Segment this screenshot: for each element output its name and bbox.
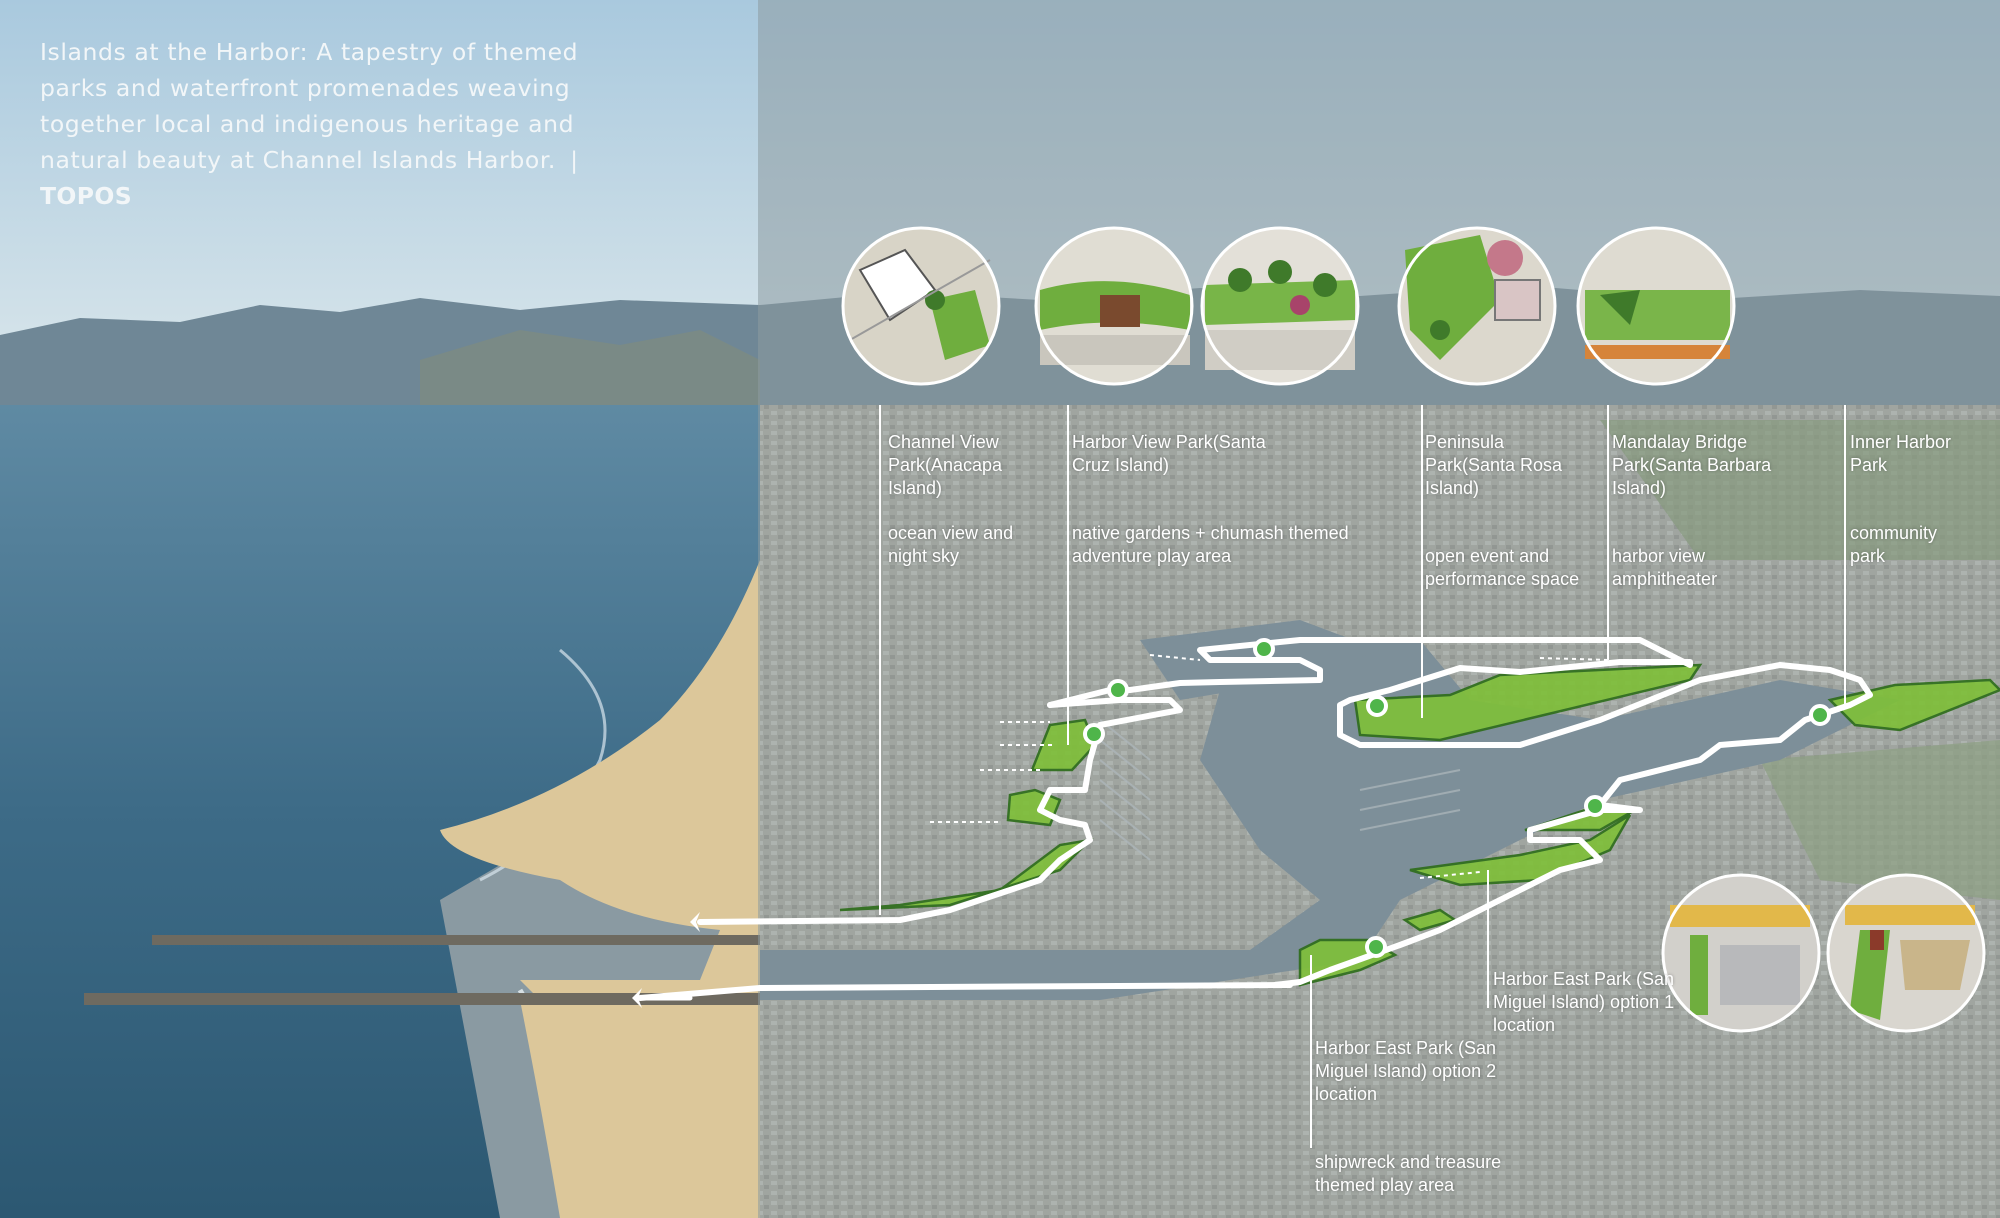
thumbnail-harbor-east-2[interactable] bbox=[1826, 873, 1986, 1033]
park-area-inner-harbor[interactable] bbox=[1827, 678, 2000, 732]
park-name: Mandalay Bridge Park(Santa Barbara Islan… bbox=[1612, 432, 1772, 498]
label-harbor-view-park: Harbor View Park(Santa Cruz Island) nati… bbox=[1072, 408, 1372, 591]
label-channel-view-park: Channel View Park(Anacapa Island) ocean … bbox=[888, 408, 1038, 591]
label-inner-harbor-park: Inner Harbor Park community park bbox=[1850, 408, 1990, 591]
label-harbor-east-park-option-1: Harbor East Park (San Miguel Island) opt… bbox=[1493, 945, 1683, 1060]
park-description: native gardens + chumash themed adventur… bbox=[1072, 523, 1349, 566]
park-name: Inner Harbor Park bbox=[1850, 432, 1952, 475]
thumbnail-harbor-east-1[interactable] bbox=[1661, 873, 1821, 1033]
label-peninsula-park: Peninsula Park(Santa Rosa Island) open e… bbox=[1425, 408, 1605, 614]
route-node[interactable] bbox=[1366, 695, 1388, 717]
caption-brand: TOPOS bbox=[40, 182, 133, 210]
route-node[interactable] bbox=[1809, 704, 1831, 726]
route-node[interactable] bbox=[1107, 679, 1129, 701]
park-name: Harbor East Park (San Miguel Island) opt… bbox=[1315, 1038, 1497, 1104]
park-description: community park bbox=[1850, 523, 1938, 566]
park-description: shipwreck and treasure themed play area bbox=[1315, 1152, 1502, 1195]
caption-separator: | bbox=[570, 146, 579, 174]
route-nodes bbox=[1083, 638, 1831, 958]
park-name: Harbor View Park(Santa Cruz Island) bbox=[1072, 432, 1266, 475]
label-mandalay-bridge-park: Mandalay Bridge Park(Santa Barbara Islan… bbox=[1612, 408, 1802, 614]
caption-text: Islands at the Harbor: A tapestry of the… bbox=[40, 38, 579, 174]
dashed-markers bbox=[930, 654, 1611, 879]
park-area-channel-view[interactable] bbox=[839, 838, 1094, 912]
park-name: Peninsula Park(Santa Rosa Island) bbox=[1425, 432, 1563, 498]
plan-thumbnails bbox=[841, 226, 1986, 1033]
thumbnail-harbor-view-1[interactable] bbox=[1034, 226, 1194, 386]
park-description: ocean view and night sky bbox=[888, 523, 1014, 566]
callout-lines bbox=[879, 405, 1846, 1148]
thumbnail-peninsula[interactable] bbox=[1397, 226, 1557, 386]
park-description: open event and performance space bbox=[1425, 546, 1580, 589]
route-node[interactable] bbox=[1584, 795, 1606, 817]
park-area-harbor-view-lower[interactable] bbox=[1006, 788, 1062, 827]
park-description: harbor view amphitheater bbox=[1612, 546, 1718, 589]
park-name: Channel View Park(Anacapa Island) bbox=[888, 432, 1003, 498]
label-harbor-east-park-option-2: Harbor East Park (San Miguel Island) opt… bbox=[1315, 1014, 1525, 1218]
park-name: Harbor East Park (San Miguel Island) opt… bbox=[1493, 969, 1675, 1035]
route-node[interactable] bbox=[1253, 638, 1275, 660]
route-node[interactable] bbox=[1083, 723, 1105, 745]
promenade-route bbox=[632, 637, 1873, 1008]
thumbnail-channel-view[interactable] bbox=[841, 226, 1001, 386]
thumbnail-harbor-view-2[interactable] bbox=[1200, 226, 1360, 386]
park-area-harbor-east-opt1[interactable] bbox=[1409, 813, 1632, 887]
park-area-peninsula[interactable] bbox=[1353, 663, 1703, 742]
thumbnail-mandalay-bridge[interactable] bbox=[1576, 226, 1736, 386]
route-node[interactable] bbox=[1365, 936, 1387, 958]
caption: Islands at the Harbor: A tapestry of the… bbox=[40, 34, 640, 214]
